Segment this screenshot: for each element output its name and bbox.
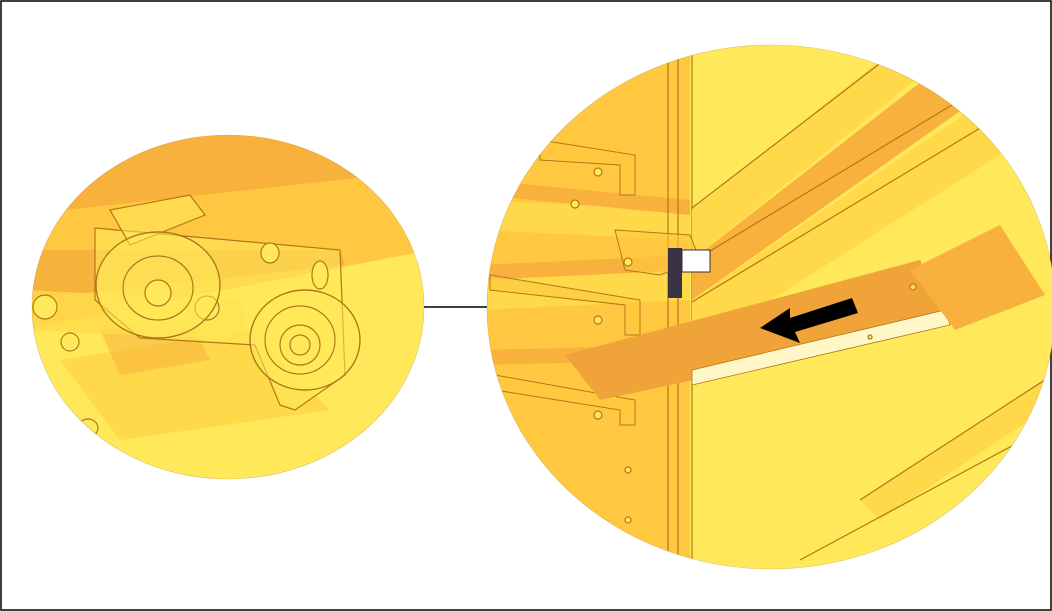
shelf-rail-upper (539, 139, 636, 209)
detail-view-zoom (32, 135, 424, 479)
drawer-slide-board (565, 225, 1045, 400)
main-view-border (486, 44, 1052, 570)
arrow-left-icon (760, 298, 858, 343)
detail-view-border (31, 134, 425, 480)
shelf-rail-middle (489, 274, 641, 336)
roller-wheel-upper (95, 231, 221, 339)
hinge-bracket (614, 229, 711, 298)
roller-wheel-lower (249, 289, 361, 391)
main-view (487, 45, 1052, 569)
